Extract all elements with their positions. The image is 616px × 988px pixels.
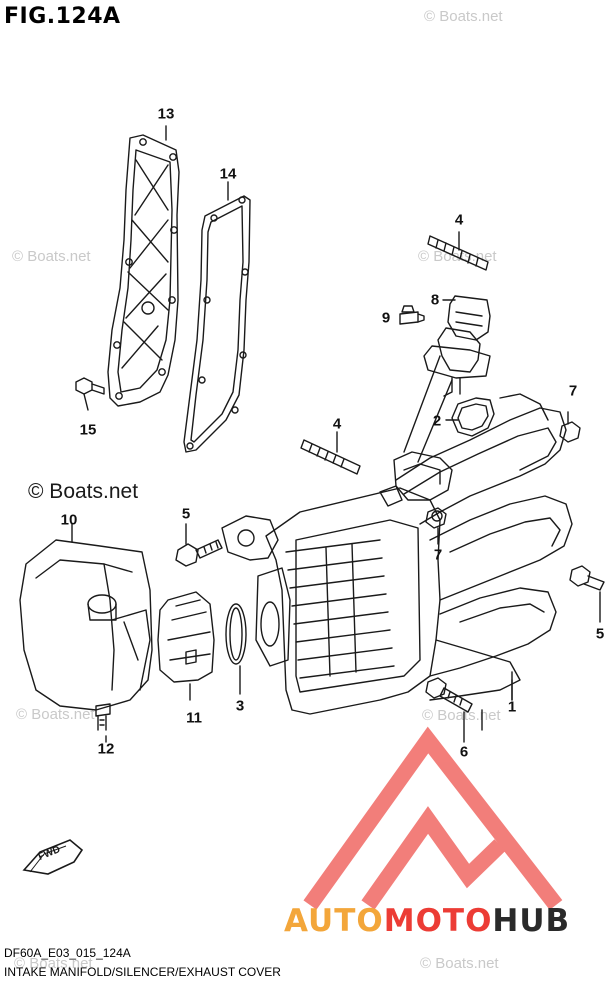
automotohub-logo-mark (303, 726, 563, 910)
callout-8: 8 (430, 291, 440, 309)
stud-4-top (427, 231, 489, 271)
idle-air-control-valve (423, 295, 491, 397)
bolt-6 (425, 677, 473, 743)
bolt-15 (75, 377, 105, 411)
watermark-text: © Boats.net (422, 707, 501, 724)
callout-3: 3 (235, 697, 245, 715)
callout-1: 1 (507, 698, 517, 716)
watermark-text: © Boats.net (14, 955, 93, 972)
automotohub-wordmark: AUTOMOTOHUB (284, 903, 570, 939)
brand-auto: AUTO (284, 903, 384, 939)
figure-code: DF60A_E03_015_124A (4, 946, 131, 960)
o-ring-3 (225, 603, 247, 695)
watermark-text: © Boats.net (420, 955, 499, 972)
callout-2: 2 (432, 412, 442, 430)
callout-14: 14 (219, 165, 237, 183)
watermark-text: © Boats.net (16, 706, 95, 723)
callout-5-right: 5 (595, 625, 605, 643)
callout-9: 9 (381, 309, 391, 327)
callout-6: 6 (459, 743, 469, 761)
exhaust-cover-plate (107, 134, 180, 407)
brand-moto: MOTO (383, 903, 493, 939)
callout-7-top: 7 (568, 382, 578, 400)
figure-caption: INTAKE MANIFOLD/SILENCER/EXHAUST COVER (4, 965, 281, 979)
callout-11: 11 (186, 709, 202, 727)
silencer-seal (157, 591, 215, 701)
valve-gasket (445, 397, 495, 437)
callout-10: 10 (60, 511, 78, 529)
watermark-text: © Boats.net (12, 248, 91, 265)
callout-12: 12 (97, 740, 115, 758)
callout-4-left: 4 (332, 415, 342, 433)
bolt-5-right (569, 565, 605, 623)
watermark-text: © Boats.net (424, 8, 503, 25)
nut-7-top (559, 411, 581, 443)
screw-12 (95, 703, 111, 743)
callout-13: 13 (157, 105, 175, 123)
brand-hub: HUB (492, 903, 571, 939)
nut-7-center (425, 507, 447, 545)
callout-15: 15 (79, 421, 97, 439)
watermark-text-bold: © Boats.net (28, 480, 139, 503)
exhaust-cover-gasket (183, 181, 251, 453)
callout-4-top: 4 (454, 211, 464, 229)
fwd-direction-badge (22, 839, 84, 875)
figure-title: FIG.124A (4, 4, 121, 29)
silencer-case (19, 523, 153, 711)
callout-5-left: 5 (181, 505, 191, 523)
callout-7-center: 7 (433, 546, 443, 564)
screw-9 (399, 305, 425, 325)
bolt-5-left (175, 523, 223, 567)
intake-manifold (221, 355, 573, 715)
stud-4-left (300, 431, 361, 475)
